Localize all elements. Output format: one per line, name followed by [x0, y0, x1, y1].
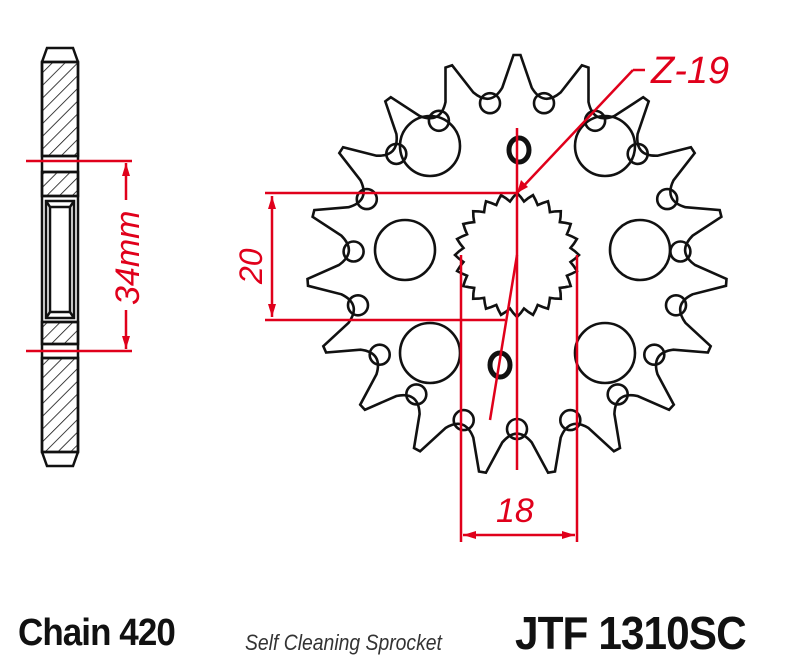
sprocket-face: [306, 53, 728, 475]
spline-height-label: 20: [233, 248, 269, 285]
relief-notch: [664, 293, 688, 317]
sprocket-type-label: Self Cleaning Sprocket: [245, 630, 442, 655]
lightening-hole: [398, 321, 462, 385]
relief-notch: [368, 343, 392, 367]
relief-notch: [532, 91, 556, 115]
relief-notch: [346, 293, 370, 317]
lightening-hole: [573, 114, 637, 178]
relief-notch: [342, 240, 365, 263]
relief-notch: [655, 187, 679, 211]
lightening-hole: [398, 114, 462, 178]
spline-width-label: 18: [496, 492, 534, 530]
offset-label: 34mm: [109, 211, 147, 305]
chain-size-label: Chain 420: [18, 612, 176, 654]
relief-notch: [642, 343, 666, 367]
side-profile: [40, 46, 80, 468]
relief-notch: [626, 142, 650, 166]
relief-notch: [404, 383, 428, 406]
sprocket-outline: [306, 53, 728, 475]
relief-notch: [669, 240, 692, 263]
lightening-hole: [608, 218, 672, 282]
teeth-count-label: Z-19: [650, 50, 729, 92]
retainer-hole: [506, 135, 532, 165]
relief-notch: [427, 109, 451, 133]
relief-notch: [558, 408, 582, 432]
offset-dimension: 34mm: [26, 159, 147, 353]
relief-notch: [452, 408, 476, 432]
relief-notch: [478, 91, 502, 115]
relief-notch: [606, 383, 630, 406]
relief-notch: [384, 142, 408, 166]
part-number-label: JTF 1310SC: [515, 607, 747, 659]
dimension-lines: [265, 68, 645, 542]
relief-notch: [355, 187, 379, 211]
lightening-hole: [573, 321, 637, 385]
lightening-hole: [373, 218, 437, 282]
